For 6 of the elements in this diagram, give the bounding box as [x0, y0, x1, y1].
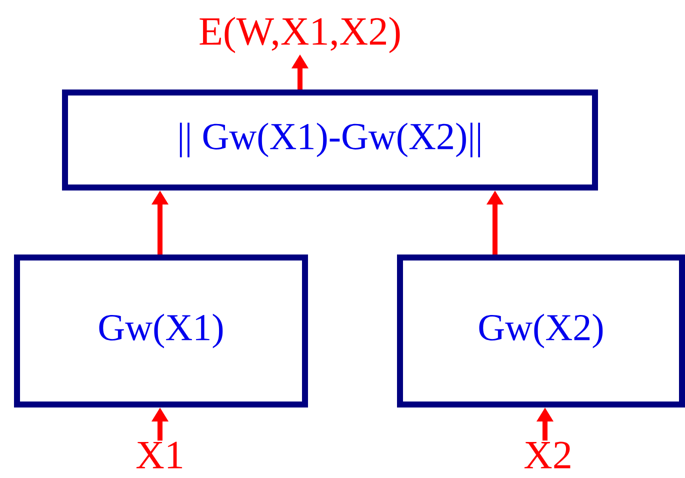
process-box: || Gw(X1)-Gw(X2)||: [62, 90, 598, 190]
signal-label: E(W,X1,X2): [200, 16, 400, 54]
process-box: Gw(X2): [397, 254, 685, 408]
signal-label: X2: [524, 442, 570, 468]
signal-label: X1: [136, 442, 182, 468]
process-box: Gw(X1): [14, 254, 308, 408]
